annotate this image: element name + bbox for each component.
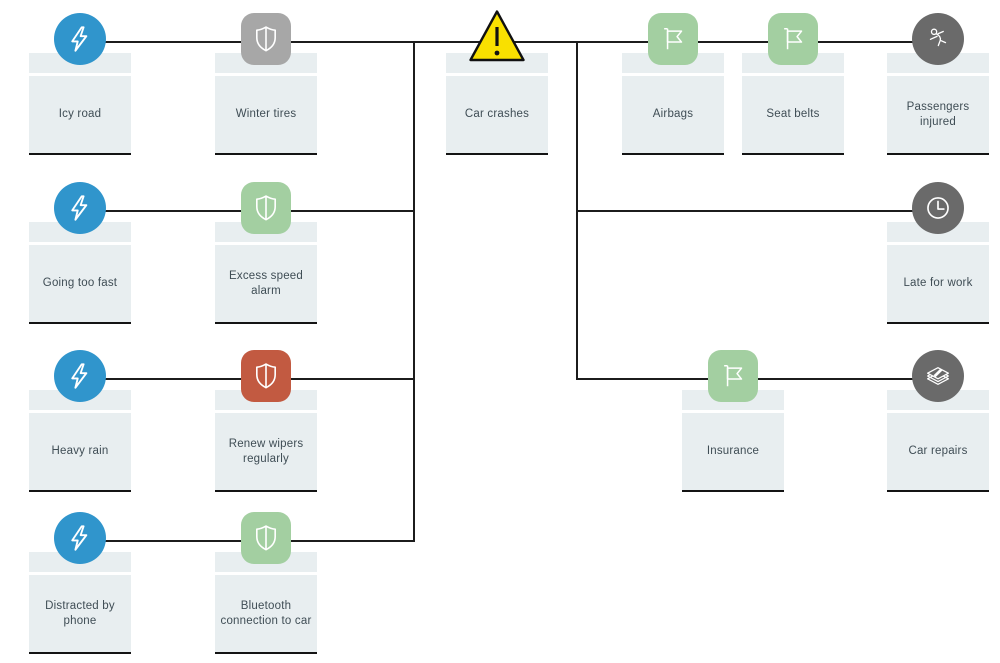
shield-icon[interactable] <box>241 350 291 402</box>
node-insurance[interactable]: Insurance <box>682 413 784 492</box>
node-car-crashes[interactable]: Car crashes <box>446 76 548 155</box>
node-airbags[interactable]: Airbags <box>622 76 724 155</box>
node-label: Distracted by phone <box>45 599 115 627</box>
node-label: Icy road <box>58 108 102 121</box>
node-heavy-rain[interactable]: Heavy rain <box>29 413 131 492</box>
node-label: Car repairs <box>908 445 968 458</box>
node-late-for-work[interactable]: Late for work <box>887 245 989 324</box>
node-seat-belts[interactable]: Seat belts <box>742 76 844 155</box>
node-label: Insurance <box>706 445 760 458</box>
shield-icon[interactable] <box>241 512 291 564</box>
node-renew-wipers-regularly[interactable]: Renew wipers regularly <box>215 413 317 492</box>
connector-row2-right <box>577 210 938 212</box>
node-passengers-injured[interactable]: Passengers injured <box>887 76 989 155</box>
lightning-icon[interactable] <box>54 13 106 65</box>
node-label: Airbags <box>652 108 694 121</box>
lightning-icon[interactable] <box>54 512 106 564</box>
node-label: Winter tires <box>235 108 297 121</box>
connector-trunk-right <box>576 41 578 380</box>
connector-trunk-left <box>413 41 415 542</box>
shield-icon[interactable] <box>241 182 291 234</box>
flag-icon[interactable] <box>768 13 818 65</box>
node-label: Going too fast <box>42 277 118 290</box>
shield-icon[interactable] <box>241 13 291 65</box>
lightning-icon[interactable] <box>54 350 106 402</box>
node-label: Late for work <box>903 277 973 290</box>
flag-icon[interactable] <box>648 13 698 65</box>
cash-icon[interactable] <box>912 350 964 402</box>
node-excess-speed-alarm[interactable]: Excess speed alarm <box>215 245 317 324</box>
person-injured-icon[interactable] <box>912 13 964 65</box>
node-label: Heavy rain <box>51 445 109 458</box>
node-label: Bluetooth connection to car <box>220 599 312 627</box>
node-label: Renew wipers regularly <box>228 437 304 465</box>
lightning-icon[interactable] <box>54 182 106 234</box>
warning-triangle-icon[interactable] <box>468 8 526 64</box>
node-car-repairs[interactable]: Car repairs <box>887 413 989 492</box>
node-icy-road[interactable]: Icy road <box>29 76 131 155</box>
node-label: Seat belts <box>766 108 820 121</box>
node-bluetooth-connection-to-car[interactable]: Bluetooth connection to car <box>215 575 317 654</box>
node-distracted-by-phone[interactable]: Distracted by phone <box>29 575 131 654</box>
node-going-too-fast[interactable]: Going too fast <box>29 245 131 324</box>
node-label: Excess speed alarm <box>229 269 303 297</box>
clock-icon[interactable] <box>912 182 964 234</box>
flag-icon[interactable] <box>708 350 758 402</box>
node-label: Car crashes <box>464 108 530 121</box>
node-label: Passengers injured <box>906 100 970 128</box>
node-winter-tires[interactable]: Winter tires <box>215 76 317 155</box>
